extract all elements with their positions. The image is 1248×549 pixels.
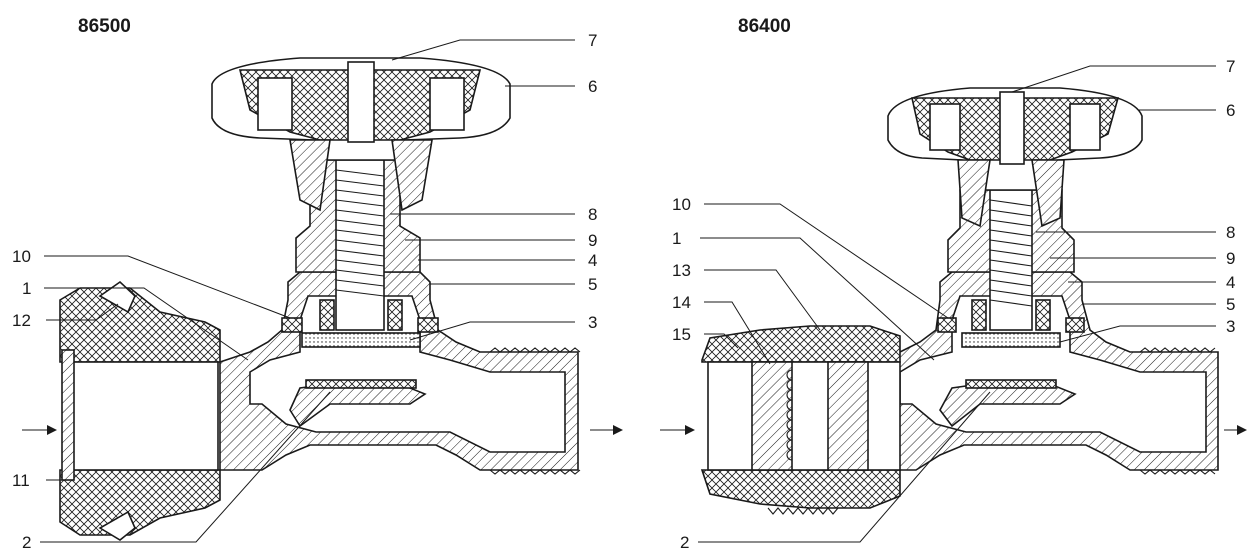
callout-86400-14: 14 — [672, 293, 691, 312]
callout-86400-6: 6 — [1226, 101, 1235, 120]
callouts-86500-left: 10 1 12 11 2 — [12, 247, 331, 549]
callout-86500-9: 9 — [588, 231, 597, 250]
callout-86400-2: 2 — [680, 533, 689, 549]
valve-86500-seat — [301, 332, 421, 389]
callout-86500-6: 6 — [588, 77, 597, 96]
callout-86400-7: 7 — [1226, 57, 1235, 76]
callout-86400-13: 13 — [672, 261, 691, 280]
callouts-86500-right: 7 6 8 9 4 5 3 — [390, 31, 597, 341]
callout-86400-3: 3 — [1226, 317, 1235, 336]
callouts-86400-left: 10 1 13 14 15 2 — [672, 195, 991, 549]
callouts-86400-right: 7 6 8 9 4 5 3 — [1011, 57, 1235, 343]
callout-86400-10: 10 — [672, 195, 691, 214]
callout-86400-5: 5 — [1226, 295, 1235, 314]
callout-86400-1: 1 — [672, 229, 681, 248]
callout-86500-5: 5 — [588, 275, 597, 294]
callout-86400-4: 4 — [1226, 273, 1235, 292]
callout-86500-2: 2 — [22, 533, 31, 549]
callout-86500-7: 7 — [588, 31, 597, 50]
valve-86400-seat — [961, 332, 1061, 389]
callout-86500-1: 1 — [22, 279, 31, 298]
callout-86500-8: 8 — [588, 205, 597, 224]
valve-86500-bonnet — [281, 159, 439, 333]
callout-86500-4: 4 — [588, 251, 597, 270]
valve-86400-handwheel — [887, 87, 1143, 228]
valve-86500-inlet-fitting — [59, 280, 221, 541]
callout-86500-10: 10 — [12, 247, 31, 266]
valve-86500: 86500 — [12, 16, 623, 549]
callout-86400-8: 8 — [1226, 223, 1235, 242]
callout-86500-11: 11 — [12, 471, 30, 490]
valve-86400-inlet-coupling — [700, 325, 901, 515]
callout-86500-12: 12 — [12, 311, 31, 330]
callout-86400-15: 15 — [672, 325, 691, 344]
valve-86500-handwheel — [211, 57, 511, 212]
callout-86400-9: 9 — [1226, 249, 1235, 268]
title-86500: 86500 — [78, 16, 131, 37]
valve-86400: 86400 — [660, 16, 1247, 549]
callout-86500-3: 3 — [588, 313, 597, 332]
title-86400: 86400 — [738, 16, 791, 37]
